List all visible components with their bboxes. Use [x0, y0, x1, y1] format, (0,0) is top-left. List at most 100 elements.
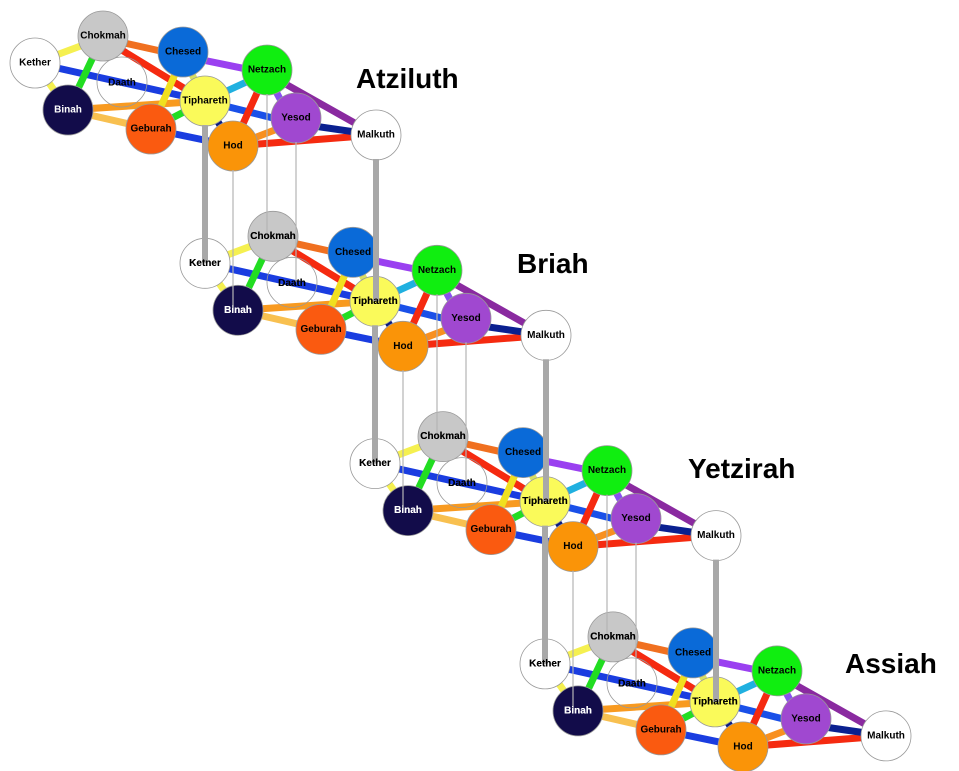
netzach-label: Netzach: [758, 665, 796, 676]
yesod-circle: [780, 693, 832, 745]
sephirah-daath[interactable]: [436, 457, 488, 509]
chokmah-label-front: Chokmah: [250, 231, 296, 242]
tiphareth-label: Tiphareth: [182, 96, 227, 107]
chokmah-label-front: Chokmah: [420, 431, 466, 442]
daath-circle: [606, 657, 658, 709]
sephirah-geburah[interactable]: [635, 704, 687, 756]
daath-circle: [436, 457, 488, 509]
sephirah-binah[interactable]: [552, 685, 604, 737]
tiphareth-label-front: Tiphareth: [692, 696, 737, 707]
malkuth-circle: [860, 710, 912, 762]
chokmah-circle: [77, 10, 129, 62]
chokmah-circle: [417, 411, 469, 463]
geburah-label: Geburah: [470, 524, 511, 535]
daath-circle: [96, 56, 148, 108]
geburah-circle: [465, 504, 517, 555]
sephirah-chokmah[interactable]: [247, 210, 299, 262]
binah-label: Binah: [224, 305, 252, 316]
world-yetzirah: DaathKetherChokmahBinahChesedGeburahTiph…: [349, 411, 742, 572]
binah-label: Binah: [564, 705, 592, 716]
daath-label: Daath: [618, 678, 646, 689]
sephiroth: DaathKetherChokmahBinahChesedGeburahTiph…: [349, 411, 742, 572]
sephirah-daath[interactable]: [266, 256, 318, 308]
hod-label: Hod: [223, 141, 242, 152]
hod-label: Hod: [393, 341, 412, 352]
netzach-label: Netzach: [588, 465, 626, 476]
world-briah: DaathKetnerChokmahBinahChesedGeburahTiph…: [179, 210, 572, 372]
sephirah-yesod[interactable]: [780, 693, 832, 745]
sephirah-chokmah[interactable]: [587, 611, 639, 663]
yesod-label: Yesod: [791, 713, 820, 724]
sephirah-daath[interactable]: [96, 56, 148, 108]
chokmah-label: Chokmah: [590, 631, 636, 642]
daath-label-front: Daath: [448, 478, 476, 489]
binah-label: Binah: [54, 105, 82, 116]
sephirah-geburah[interactable]: [465, 504, 517, 555]
malkuth-label: Malkuth: [357, 130, 395, 141]
binah-circle: [212, 284, 264, 336]
path-kether-tiphareth: [34, 59, 206, 105]
daath-label: Daath: [448, 478, 476, 489]
chokmah-label: Chokmah: [420, 431, 466, 442]
sephirah-chesed[interactable]: [157, 26, 209, 78]
geburah-label: Geburah: [300, 324, 341, 335]
malkuth-label: Malkuth: [697, 530, 735, 541]
binah-circle: [42, 84, 94, 136]
sephirah-geburah[interactable]: [295, 303, 347, 355]
tiphareth-label-front: Tiphareth: [522, 496, 567, 507]
chokmah-label-front: Chokmah: [590, 631, 636, 642]
chesed-circle: [157, 26, 209, 78]
sephirah-hod[interactable]: [717, 721, 769, 771]
chokmah-label: Chokmah: [250, 231, 296, 242]
binah-circle: [382, 485, 434, 537]
netzach-label: Netzach: [418, 265, 456, 276]
daath-label-front: Daath: [618, 678, 646, 689]
sephirah-malkuth[interactable]: [860, 710, 912, 762]
chokmah-circle: [587, 611, 639, 663]
daath-label: Daath: [108, 78, 136, 89]
malkuth-label: Malkuth: [867, 730, 905, 741]
netzach-circle: [751, 645, 803, 697]
sephirah-netzach[interactable]: [751, 645, 803, 697]
kether-label-front: Kether: [529, 658, 561, 669]
hod-label: Hod: [563, 541, 582, 552]
geburah-circle: [125, 103, 177, 155]
chesed-label: Chesed: [505, 447, 541, 458]
sephirah-binah[interactable]: [212, 284, 264, 336]
world-title-assiah: Assiah: [845, 648, 937, 679]
sephirah-daath[interactable]: [606, 657, 658, 709]
daath-label: Daath: [278, 278, 306, 289]
sephiroth: DaathKetherChokmahBinahChesedGeburahTiph…: [9, 10, 402, 172]
kether-circle: [9, 37, 61, 89]
kether-label: Kether: [19, 58, 51, 69]
hod-circle: [717, 721, 769, 771]
sephirah-binah[interactable]: [42, 84, 94, 136]
kether-label-front: Kether: [359, 458, 391, 469]
sephirah-chokmah[interactable]: [77, 10, 129, 62]
yesod-label: Yesod: [621, 513, 650, 524]
worlds: DaathKetherChokmahBinahChesedGeburahTiph…: [9, 10, 912, 771]
hod-label: Hod: [733, 741, 752, 752]
geburah-circle: [635, 704, 687, 756]
chesed-label: Chesed: [165, 47, 201, 58]
chokmah-circle: [247, 210, 299, 262]
geburah-circle: [295, 303, 347, 355]
sephirah-geburah[interactable]: [125, 103, 177, 155]
daath-circle: [266, 256, 318, 308]
binah-label-front: Binah: [224, 305, 252, 316]
geburah-label: Geburah: [130, 124, 171, 135]
sephirah-chokmah[interactable]: [417, 411, 469, 463]
sephiroth: DaathKetnerChokmahBinahChesedGeburahTiph…: [179, 210, 572, 372]
binah-circle: [552, 685, 604, 737]
netzach-label: Netzach: [248, 65, 286, 76]
sephirah-binah[interactable]: [382, 485, 434, 537]
tiphareth-label-front: Tiphareth: [352, 296, 397, 307]
world-title-yetzirah: Yetzirah: [688, 453, 795, 484]
world-title-atziluth: Atziluth: [356, 63, 459, 94]
daath-label-front: Daath: [278, 278, 306, 289]
world-title-briah: Briah: [517, 248, 589, 279]
kether-label-front: Ketner: [189, 258, 221, 269]
sephirah-kether[interactable]: [9, 37, 61, 89]
